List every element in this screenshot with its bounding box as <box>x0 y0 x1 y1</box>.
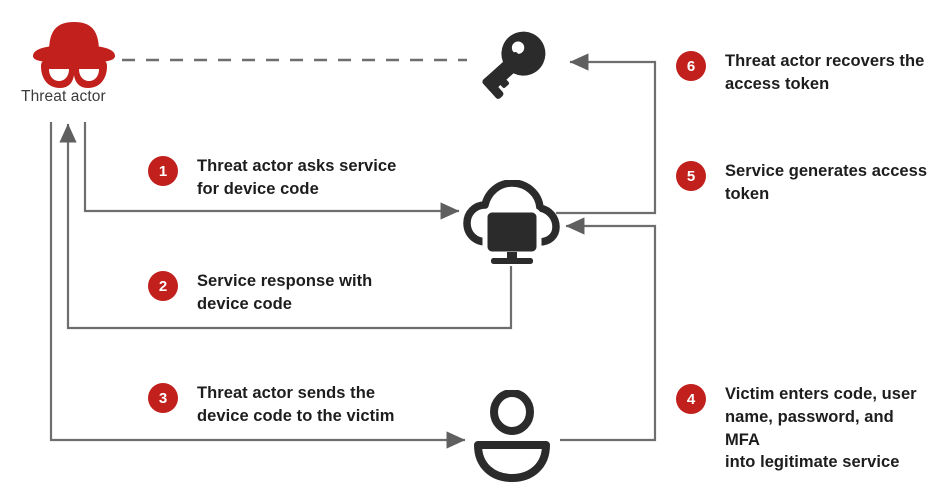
victim-person-icon <box>465 389 559 482</box>
step-1-label: Threat actor asks service for device cod… <box>197 157 397 198</box>
step-5-badge: 5 <box>676 161 706 191</box>
step-6: 6 Threat actor recovers the access token <box>676 50 931 96</box>
key-icon <box>467 25 559 101</box>
step-2-label: Service response with device code <box>197 272 373 313</box>
step-2: 2 Service response with device code <box>148 270 408 316</box>
step-4-badge: 4 <box>676 384 706 414</box>
threat-actor-icon <box>25 18 123 90</box>
step-5: 5 Service generates access token <box>676 160 931 206</box>
step-1-badge: 1 <box>148 156 178 186</box>
threat-actor-caption: Threat actor <box>21 88 106 105</box>
step-6-badge: 6 <box>676 51 706 81</box>
cloud-service-icon <box>461 179 561 266</box>
connector-step4-victim-to-service <box>560 217 657 442</box>
step-3-label: Threat actor sends the device code to th… <box>197 384 395 425</box>
step-4-label: Victim enters code, user name, password,… <box>725 385 917 472</box>
step-1: 1 Threat actor asks service for device c… <box>148 155 408 201</box>
step-4: 4 Victim enters code, user name, passwor… <box>676 383 931 474</box>
step-3-badge: 3 <box>148 383 178 413</box>
step-5-label: Service generates access token <box>725 162 928 203</box>
connector-step5-6-service-to-key <box>556 53 657 215</box>
step-2-badge: 2 <box>148 271 178 301</box>
step-3: 3 Threat actor sends the device code to … <box>148 382 428 428</box>
step-6-label: Threat actor recovers the access token <box>725 52 925 93</box>
